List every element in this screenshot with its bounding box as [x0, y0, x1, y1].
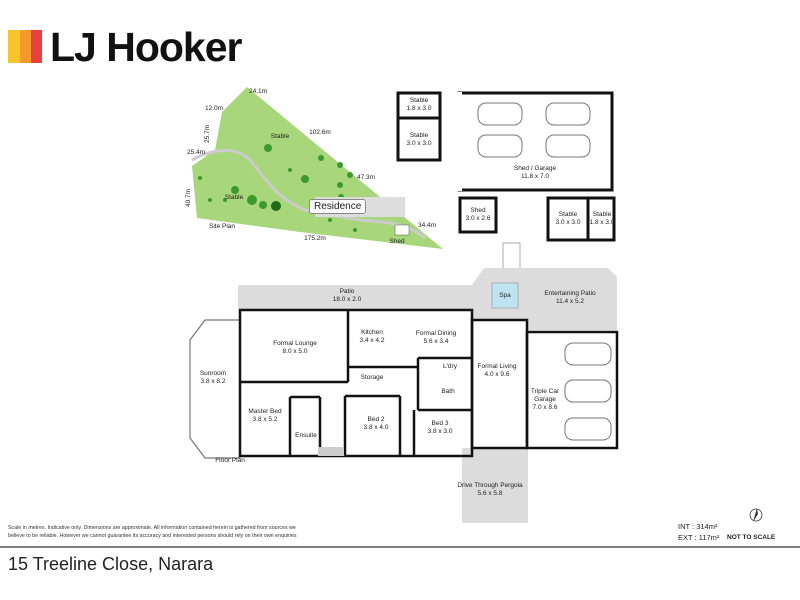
property-address: 15 Treeline Close, Narara: [8, 554, 214, 574]
porch: [318, 447, 344, 456]
garage-opening: [456, 92, 462, 191]
logo-bar-yellow: [8, 30, 20, 63]
site-dimension: 34.4m: [417, 222, 437, 229]
site-shed: [394, 224, 410, 236]
site-dimension: 47.3m: [356, 174, 376, 181]
patio-area: [238, 285, 474, 309]
logo-bar-red: [31, 30, 42, 63]
site-dimension: 40.7m: [185, 188, 192, 208]
pergola-area: [462, 448, 528, 523]
room-label-spa: Spa: [499, 292, 511, 299]
north-arrow-icon: [749, 508, 763, 522]
area-summary: INT : 314m² EXT : 117m²: [678, 521, 719, 543]
car-icons: [477, 102, 591, 158]
garage-car-icons: [564, 342, 612, 441]
room-label-laundry: L'dry: [443, 363, 457, 370]
sunroom-outline: [189, 319, 241, 459]
driveway: [191, 149, 426, 240]
site-shed-label: Shed: [389, 238, 405, 245]
room-label-storage: Storage: [360, 374, 384, 381]
site-plan-title: Site Plan: [208, 223, 236, 230]
not-to-scale-label: NOT TO SCALE: [727, 534, 776, 541]
site-dimension: 175.2m: [304, 235, 326, 242]
brand-logo: LJ Hooker: [50, 24, 242, 70]
site-dimension: 102.6m: [309, 129, 331, 136]
floor-plan-title: Floor Plan: [215, 457, 245, 464]
room-label-ensuite: Ensuite: [295, 432, 317, 439]
site-dimension: 25.4m: [186, 149, 206, 156]
site-stable-label: Stable: [270, 133, 290, 140]
internal-area: INT : 314m²: [678, 522, 718, 531]
spa-pool: [491, 282, 519, 309]
site-stable-label: Stable: [224, 194, 244, 201]
disclaimer: Scale in metres. Indicative only. Dimens…: [8, 525, 297, 539]
stairs: [502, 242, 521, 270]
site-dimension: 12.0m: [204, 105, 224, 112]
house-walls: [238, 308, 619, 458]
site-dimension: 24.1m: [248, 88, 268, 95]
external-area: EXT : 117m²: [678, 533, 720, 542]
room-label-bath: Bath: [441, 388, 455, 395]
logo-bar-orange: [20, 30, 31, 63]
site-dimension: 25.7m: [204, 124, 211, 144]
residence-label: Residence: [309, 199, 367, 214]
